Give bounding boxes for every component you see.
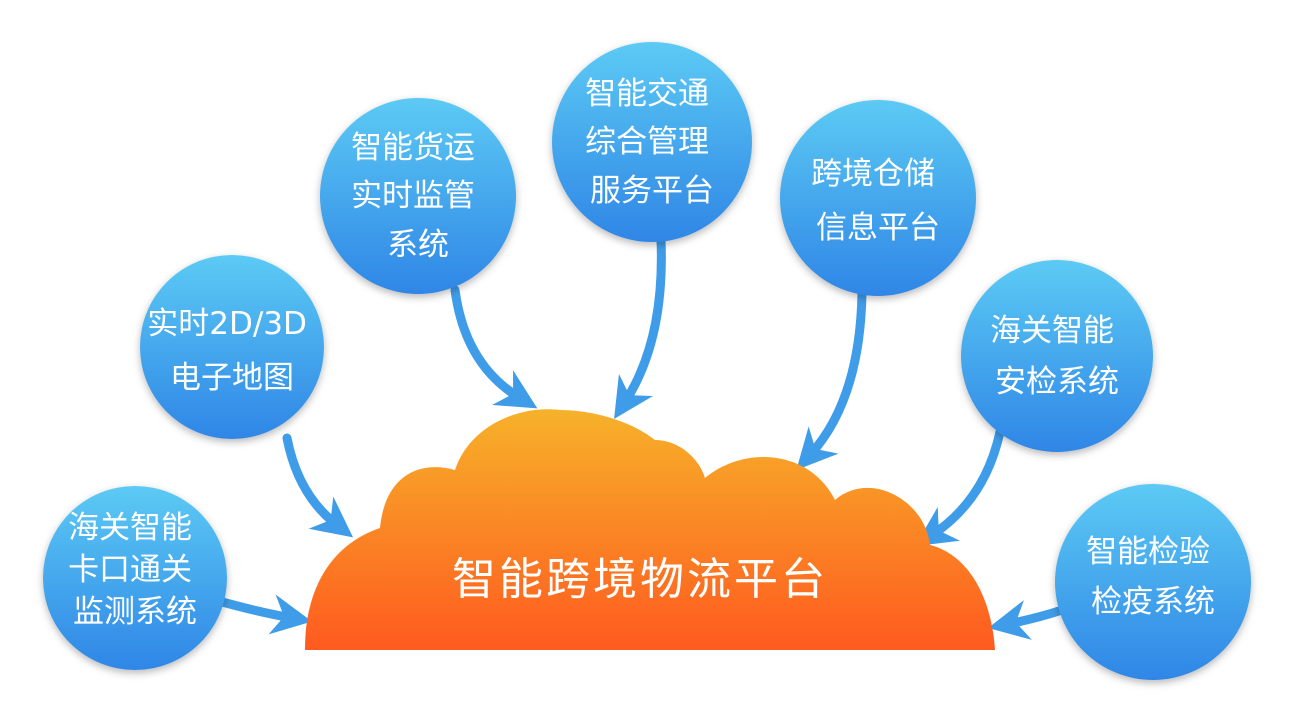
node-traffic-management: 智能交通 综合管理 服务平台	[552, 42, 752, 242]
node-line: 智能交通	[585, 76, 709, 112]
node-line: 智能货运	[351, 130, 475, 166]
node-line: 跨境仓储	[811, 156, 935, 192]
node-circle	[140, 255, 324, 439]
arrow-group	[210, 235, 1067, 640]
arrow-traffic-management	[614, 235, 666, 420]
hub-cloud: 智能跨境物流平台	[305, 409, 995, 650]
node-circle	[43, 486, 227, 670]
hub-title: 智能跨境物流平台	[452, 554, 828, 605]
node-circle	[780, 100, 976, 296]
node-line: 服务平台	[590, 173, 714, 209]
node-line: 实时2D/3D	[147, 306, 307, 342]
svg-text:跨境仓储 信息平台: 跨境仓储 信息平台	[811, 156, 945, 246]
arrow-inspection-quarantine	[988, 600, 1067, 640]
node-line: 海关智能	[990, 313, 1114, 349]
node-customs-security: 海关智能 安检系统	[961, 260, 1153, 452]
node-line: 实时监管	[351, 178, 475, 214]
node-circle	[961, 260, 1153, 452]
svg-text:海关智能 安检系统: 海关智能 安检系统	[990, 313, 1124, 400]
svg-text:智能检验 检疫系统: 智能检验 检疫系统	[1086, 534, 1220, 620]
node-line: 安检系统	[995, 364, 1119, 400]
svg-text:海关智能 卡口通关 监测系统: 海关智能 卡口通关 监测系统	[68, 510, 202, 630]
arrow-warehouse-info	[796, 288, 867, 470]
svg-text:实时2D/3D 电子地图: 实时2D/3D 电子地图	[147, 306, 317, 396]
node-circle	[320, 98, 516, 294]
node-line: 信息平台	[816, 210, 940, 246]
svg-text:智能交通 综合管理 服务平台: 智能交通 综合管理 服务平台	[585, 76, 719, 209]
node-circle	[1055, 484, 1251, 680]
node-warehouse-info: 跨境仓储 信息平台	[780, 100, 976, 296]
node-line: 监测系统	[73, 594, 197, 630]
node-line: 海关智能	[68, 510, 192, 546]
node-line: 检疫系统	[1091, 584, 1215, 620]
arrow-freight-monitor	[450, 285, 538, 409]
cloud-shape	[305, 409, 995, 650]
node-line: 系统	[387, 227, 449, 263]
node-line: 智能检验	[1086, 534, 1210, 570]
node-customs-checkpoint: 海关智能 卡口通关 监测系统	[43, 486, 227, 670]
svg-text:智能货运 实时监管 系统: 智能货运 实时监管 系统	[351, 130, 485, 263]
node-line: 综合管理	[585, 124, 709, 160]
arrow-realtime-map	[282, 433, 354, 538]
node-inspection-quarantine: 智能检验 检疫系统	[1055, 484, 1251, 680]
node-line: 电子地图	[170, 360, 294, 396]
node-circle	[552, 42, 752, 242]
node-freight-monitor: 智能货运 实时监管 系统	[320, 98, 516, 294]
node-realtime-map: 实时2D/3D 电子地图	[140, 255, 324, 439]
arrow-customs-checkpoint	[210, 594, 312, 635]
node-line: 卡口通关	[68, 552, 192, 588]
arrow-customs-security	[915, 427, 1005, 547]
